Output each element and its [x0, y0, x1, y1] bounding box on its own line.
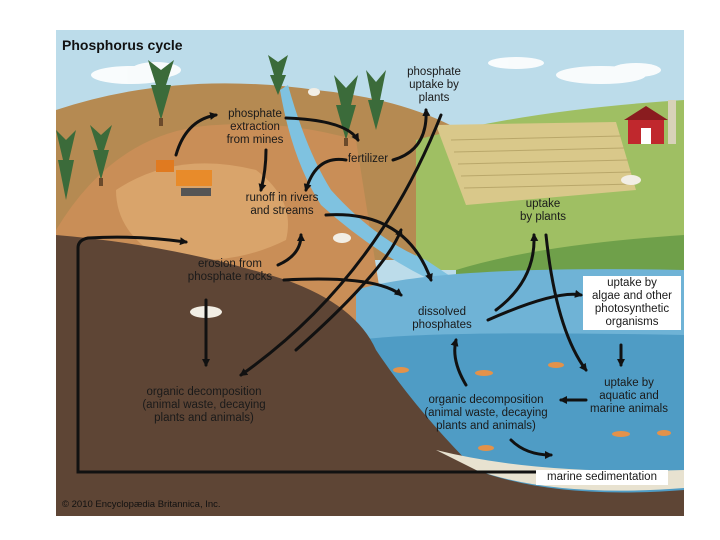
label-organic-decomposition-sea: organic decomposition (animal waste, dec… [416, 394, 556, 433]
figure-title: Phosphorus cycle [62, 37, 183, 53]
label-fertilizer: fertilizer [338, 153, 398, 166]
label-phosphate-extraction: phosphate extraction from mines [216, 108, 294, 147]
label-erosion: erosion from phosphate rocks [182, 258, 278, 284]
label-dissolved-phosphates: dissolved phosphates [406, 306, 478, 332]
label-marine-sedimentation: marine sedimentation [536, 470, 668, 485]
landscape-illustration [56, 30, 684, 516]
phosphorus-cycle-figure: Phosphorus cycle phosphate extraction fr… [56, 30, 684, 516]
copyright-credit: © 2010 Encyclopædia Britannica, Inc. [62, 499, 221, 510]
label-phosphate-uptake-by-plants: phosphate uptake by plants [394, 66, 474, 105]
label-uptake-by-aquatic: uptake by aquatic and marine animals [586, 377, 672, 416]
label-uptake-by-plants: uptake by plants [508, 198, 578, 224]
label-organic-decomposition-land: organic decomposition (animal waste, dec… [134, 386, 274, 425]
label-runoff: runoff in rivers and streams [234, 192, 330, 218]
label-uptake-by-algae: uptake by algae and other photosynthetic… [583, 276, 681, 330]
